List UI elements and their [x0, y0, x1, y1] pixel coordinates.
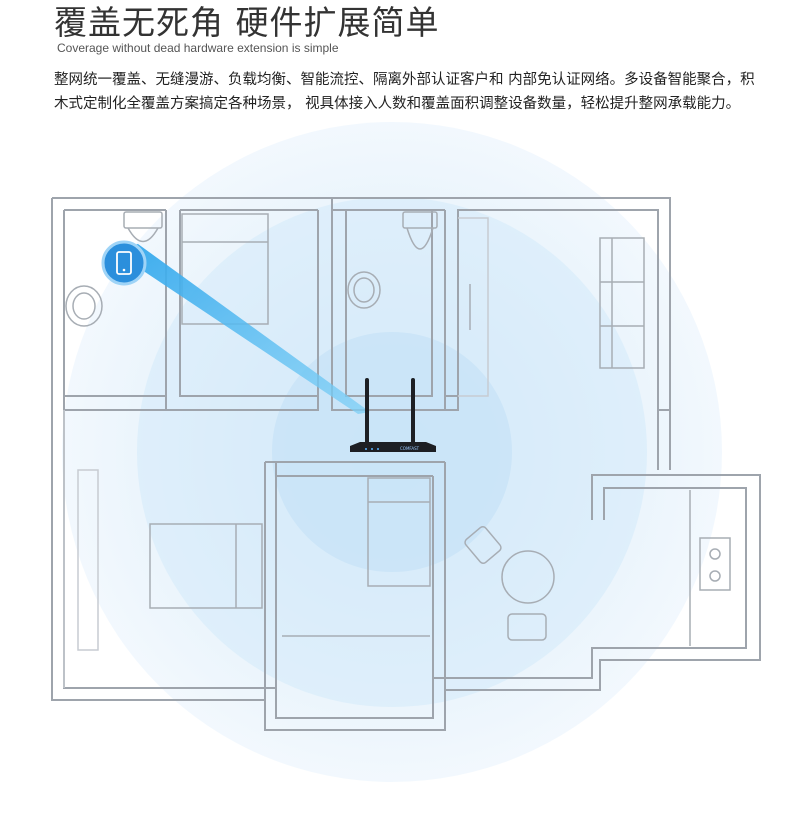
router-icon[interactable]: COMFAST: [350, 378, 436, 452]
walls: [51, 197, 761, 731]
signal-beam: [112, 244, 370, 414]
sink-icon: [65, 285, 103, 327]
page-title: 覆盖无死角 硬件扩展简单: [54, 3, 440, 42]
description-text: 整网统一覆盖、无缝漫游、负载均衡、智能流控、隔离外部认证客户和 内部免认证网络。…: [54, 72, 755, 112]
bed-icon: [149, 523, 263, 609]
page-subtitle: Coverage without dead hardware extension…: [57, 41, 339, 55]
sink-icon: [347, 271, 381, 309]
sofa-icon: [599, 237, 645, 369]
phone-icon[interactable]: [101, 240, 147, 286]
chair-icon: [464, 526, 502, 564]
stove-icon: [699, 537, 731, 591]
wardrobe-icon: [77, 469, 99, 651]
toilet-icon: [402, 211, 438, 229]
toilet-icon: [123, 211, 163, 229]
router-brand-label: COMFAST: [400, 446, 420, 451]
table-icon: [501, 550, 555, 604]
chair-icon: [507, 613, 547, 641]
bed-icon: [367, 477, 431, 587]
